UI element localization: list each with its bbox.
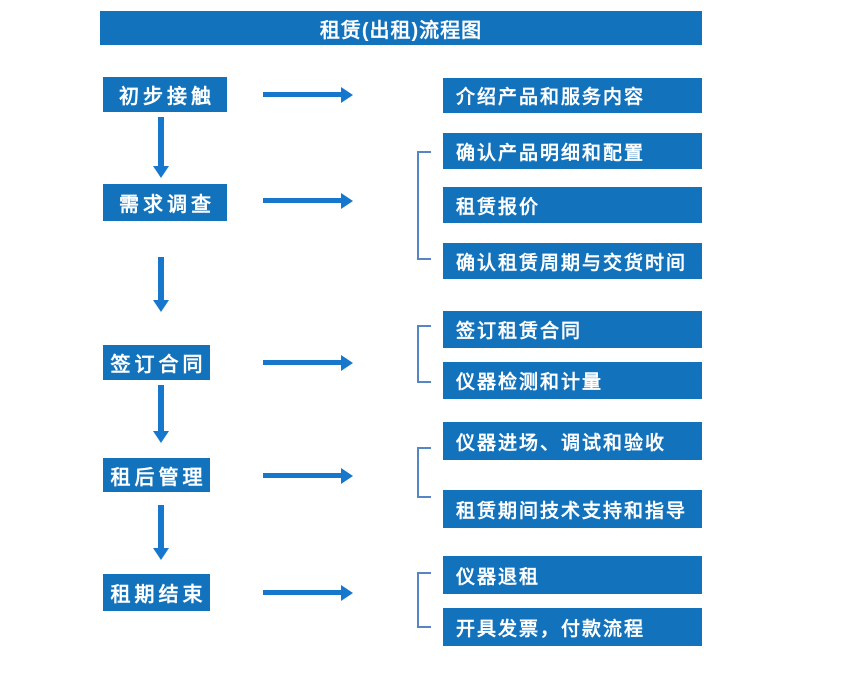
arrow-down-icon <box>153 257 169 312</box>
detail-box-invoice-payment-process: 开具发票，付款流程 <box>443 608 702 646</box>
arrow-down-icon <box>153 505 169 560</box>
detail-box-rental-tech-support: 租赁期间技术支持和指导 <box>443 490 702 528</box>
arrow-right-icon <box>263 193 353 209</box>
detail-box-instrument-testing-measurement: 仪器检测和计量 <box>443 362 702 399</box>
step-box-sign-contract: 签订合同 <box>103 345 210 380</box>
arrow-down-icon <box>153 117 169 178</box>
detail-box-confirm-rental-period-delivery: 确认租赁周期与交货时间 <box>443 243 702 279</box>
arrow-right-icon <box>263 355 353 371</box>
bracket-connector <box>417 572 431 628</box>
detail-box-sign-rental-contract: 签订租赁合同 <box>443 311 702 348</box>
bracket-connector <box>417 325 431 383</box>
arrow-right-icon <box>263 468 353 484</box>
detail-box-rental-quotation: 租赁报价 <box>443 187 702 223</box>
detail-box-instrument-return: 仪器退租 <box>443 556 702 594</box>
step-box-initial-contact: 初步接触 <box>103 77 227 112</box>
arrow-right-icon <box>263 585 353 601</box>
detail-box-instrument-setup-acceptance: 仪器进场、调试和验收 <box>443 422 702 460</box>
bracket-connector <box>417 151 431 260</box>
detail-box-confirm-product-details-config: 确认产品明细和配置 <box>443 133 702 169</box>
bracket-connector <box>417 447 431 498</box>
arrow-down-icon <box>153 385 169 443</box>
arrow-right-icon <box>263 87 353 103</box>
detail-box-introduce-products-services: 介绍产品和服务内容 <box>443 78 702 113</box>
step-box-demand-survey: 需求调查 <box>103 184 227 221</box>
step-box-post-rental-management: 租后管理 <box>103 458 210 492</box>
step-box-rental-end: 租期结束 <box>103 574 210 611</box>
flowchart-title: 租赁(出租)流程图 <box>100 11 702 45</box>
